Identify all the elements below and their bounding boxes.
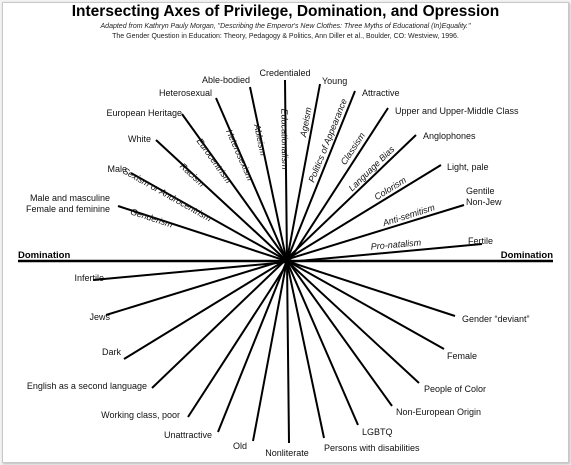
privileged-label-ableism: Able-bodied — [202, 75, 250, 85]
privileged-label-colorism: Light, pale — [447, 162, 489, 172]
spoke-line-pro-natalism — [92, 243, 483, 281]
privileged-label-ageism: Young — [322, 76, 347, 86]
oppressed-label-ageism: Old — [233, 441, 247, 451]
oppressed-label-genderism: Gender “deviant” — [462, 314, 530, 324]
privileged-label-educationalism: Credentialed — [259, 68, 310, 78]
privileged-label-classism: Upper and Upper-Middle Class — [395, 106, 519, 116]
oppressed-label-eurocentrism: Non-European Origin — [396, 407, 481, 417]
oppressed-label-heterosexism: LGBTQ — [362, 427, 393, 437]
axis-name-racism: Racism — [178, 161, 207, 189]
source-citation-line-1: Adapted from Kathryn Pauly Morgan, "Desc… — [100, 23, 471, 30]
privileged-label-politics-of-appearance: Attractive — [362, 88, 400, 98]
oppressed-label-educationalism: Nonliterate — [265, 448, 309, 458]
privileged-label-pro-natalism: Fertile — [468, 236, 493, 246]
oppressed-label-classism: Working class, poor — [101, 410, 180, 420]
oppressed-label-racism: People of Color — [424, 384, 486, 394]
oppressed-label-sexism-or-androcentrism: Female — [447, 351, 477, 361]
oppressed-label-ableism: Persons with disabilities — [324, 443, 420, 453]
oppressed-label-colorism: Dark — [102, 347, 122, 357]
axis-name-ableism: Ableism — [252, 122, 269, 157]
axis-name-pro-natalism: Pro-natalism — [370, 237, 422, 251]
oppressed-label-anti-semitism: Jews — [89, 312, 110, 322]
oppressed-label-politics-of-appearance: Unattractive — [164, 430, 212, 440]
privileged-label-eurocentrism: European Heritage — [106, 108, 182, 118]
oppressed-label-pro-natalism: Infertile — [74, 273, 104, 283]
privileged-label-language-bias: Anglophones — [423, 131, 476, 141]
axis-name-genderism: Genderism — [129, 206, 174, 229]
domination-label-right: Domination — [501, 250, 553, 261]
source-citation-line-2: The Gender Question in Education: Theory… — [112, 33, 459, 40]
privileged-label-sexism-or-androcentrism: Male — [107, 164, 127, 174]
axis-name-educationalism: Educationalism — [279, 109, 290, 171]
diagram-title: Intersecting Axes of Privilege, Dominati… — [71, 3, 500, 20]
spoke-line-anti-semitism — [105, 204, 465, 316]
oppressed-label-language-bias: English as a second language — [27, 381, 147, 391]
domination-label-left: Domination — [18, 250, 70, 261]
privileged-label-racism: White — [128, 134, 151, 144]
privileged-label-heterosexism: Heterosexual — [159, 88, 212, 98]
